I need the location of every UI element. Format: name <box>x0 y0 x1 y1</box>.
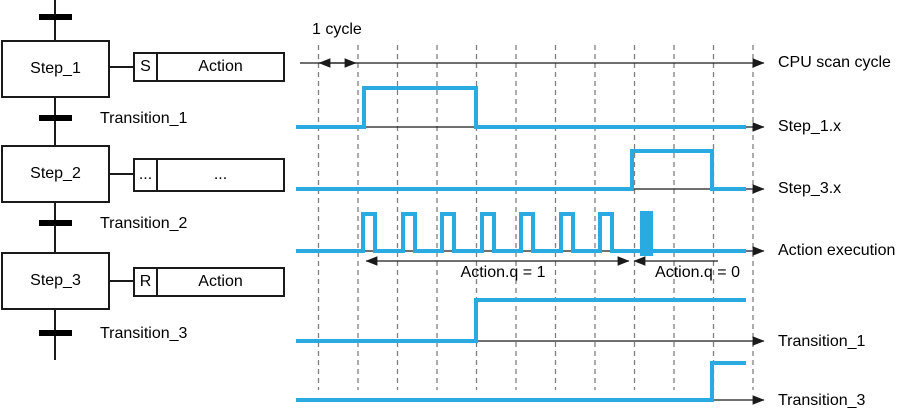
action-body-3: Action <box>198 273 243 290</box>
waveform-action-execution <box>296 212 746 253</box>
step-3-label: Step_3 <box>30 272 81 289</box>
action-qualifier-dots: ... <box>135 160 158 190</box>
action-connector-3 <box>110 280 133 282</box>
signal-label-cpu-scan-cycle: CPU scan cycle <box>778 54 891 71</box>
action-body-2: ... <box>213 166 228 183</box>
action-block-1: S Action <box>133 52 285 82</box>
action-connector-2 <box>110 173 133 175</box>
waveform-step3x <box>296 149 746 191</box>
transition-3-bar <box>39 330 72 336</box>
step-2-label: Step_2 <box>30 165 81 182</box>
step-1-label: Step_1 <box>30 60 81 77</box>
step-box-2: Step_2 <box>1 145 110 203</box>
cycle-gridlines <box>317 45 754 390</box>
waveform-step1x <box>296 86 746 129</box>
signal-label-action-execution: Action execution <box>778 242 896 259</box>
transition-1-label: Transition_1 <box>100 110 188 127</box>
action-block-3: R Action <box>133 267 285 297</box>
action-connector-1 <box>110 66 133 68</box>
waveform-transition3 <box>296 361 746 402</box>
transition-2-bar <box>39 220 72 226</box>
action-qualifier-s: S <box>135 54 158 80</box>
initial-transition-bar <box>39 14 72 20</box>
action-body-1: Action <box>198 58 243 75</box>
signal-label-transition1: Transition_1 <box>778 333 866 350</box>
signal-label-step3x: Step_3.x <box>778 180 842 197</box>
action-q1-annotation: Action.q = 1 <box>460 264 546 281</box>
action-qualifier-r: R <box>135 269 158 295</box>
signal-label-transition3: Transition_3 <box>778 392 866 409</box>
step-box-1: Step_1 <box>1 40 110 98</box>
sfc-spine-1-2 <box>54 98 56 145</box>
sfc-spine-top <box>54 0 56 40</box>
signal-label-step1x: Step_1.x <box>778 118 842 135</box>
action-block-2: ... ... <box>133 158 285 192</box>
waveform-transition1 <box>296 298 746 343</box>
transition-2-label: Transition_2 <box>100 215 188 232</box>
transition-3-label: Transition_3 <box>100 325 188 342</box>
action-q0-annotation: Action.q = 0 <box>655 264 740 281</box>
step-box-3: Step_3 <box>1 252 110 310</box>
sfc-spine-2-3 <box>54 203 56 252</box>
transition-1-bar <box>39 115 72 121</box>
one-cycle-label: 1 cycle <box>312 21 362 38</box>
waveform-action-final-filled-pulse <box>640 211 653 256</box>
